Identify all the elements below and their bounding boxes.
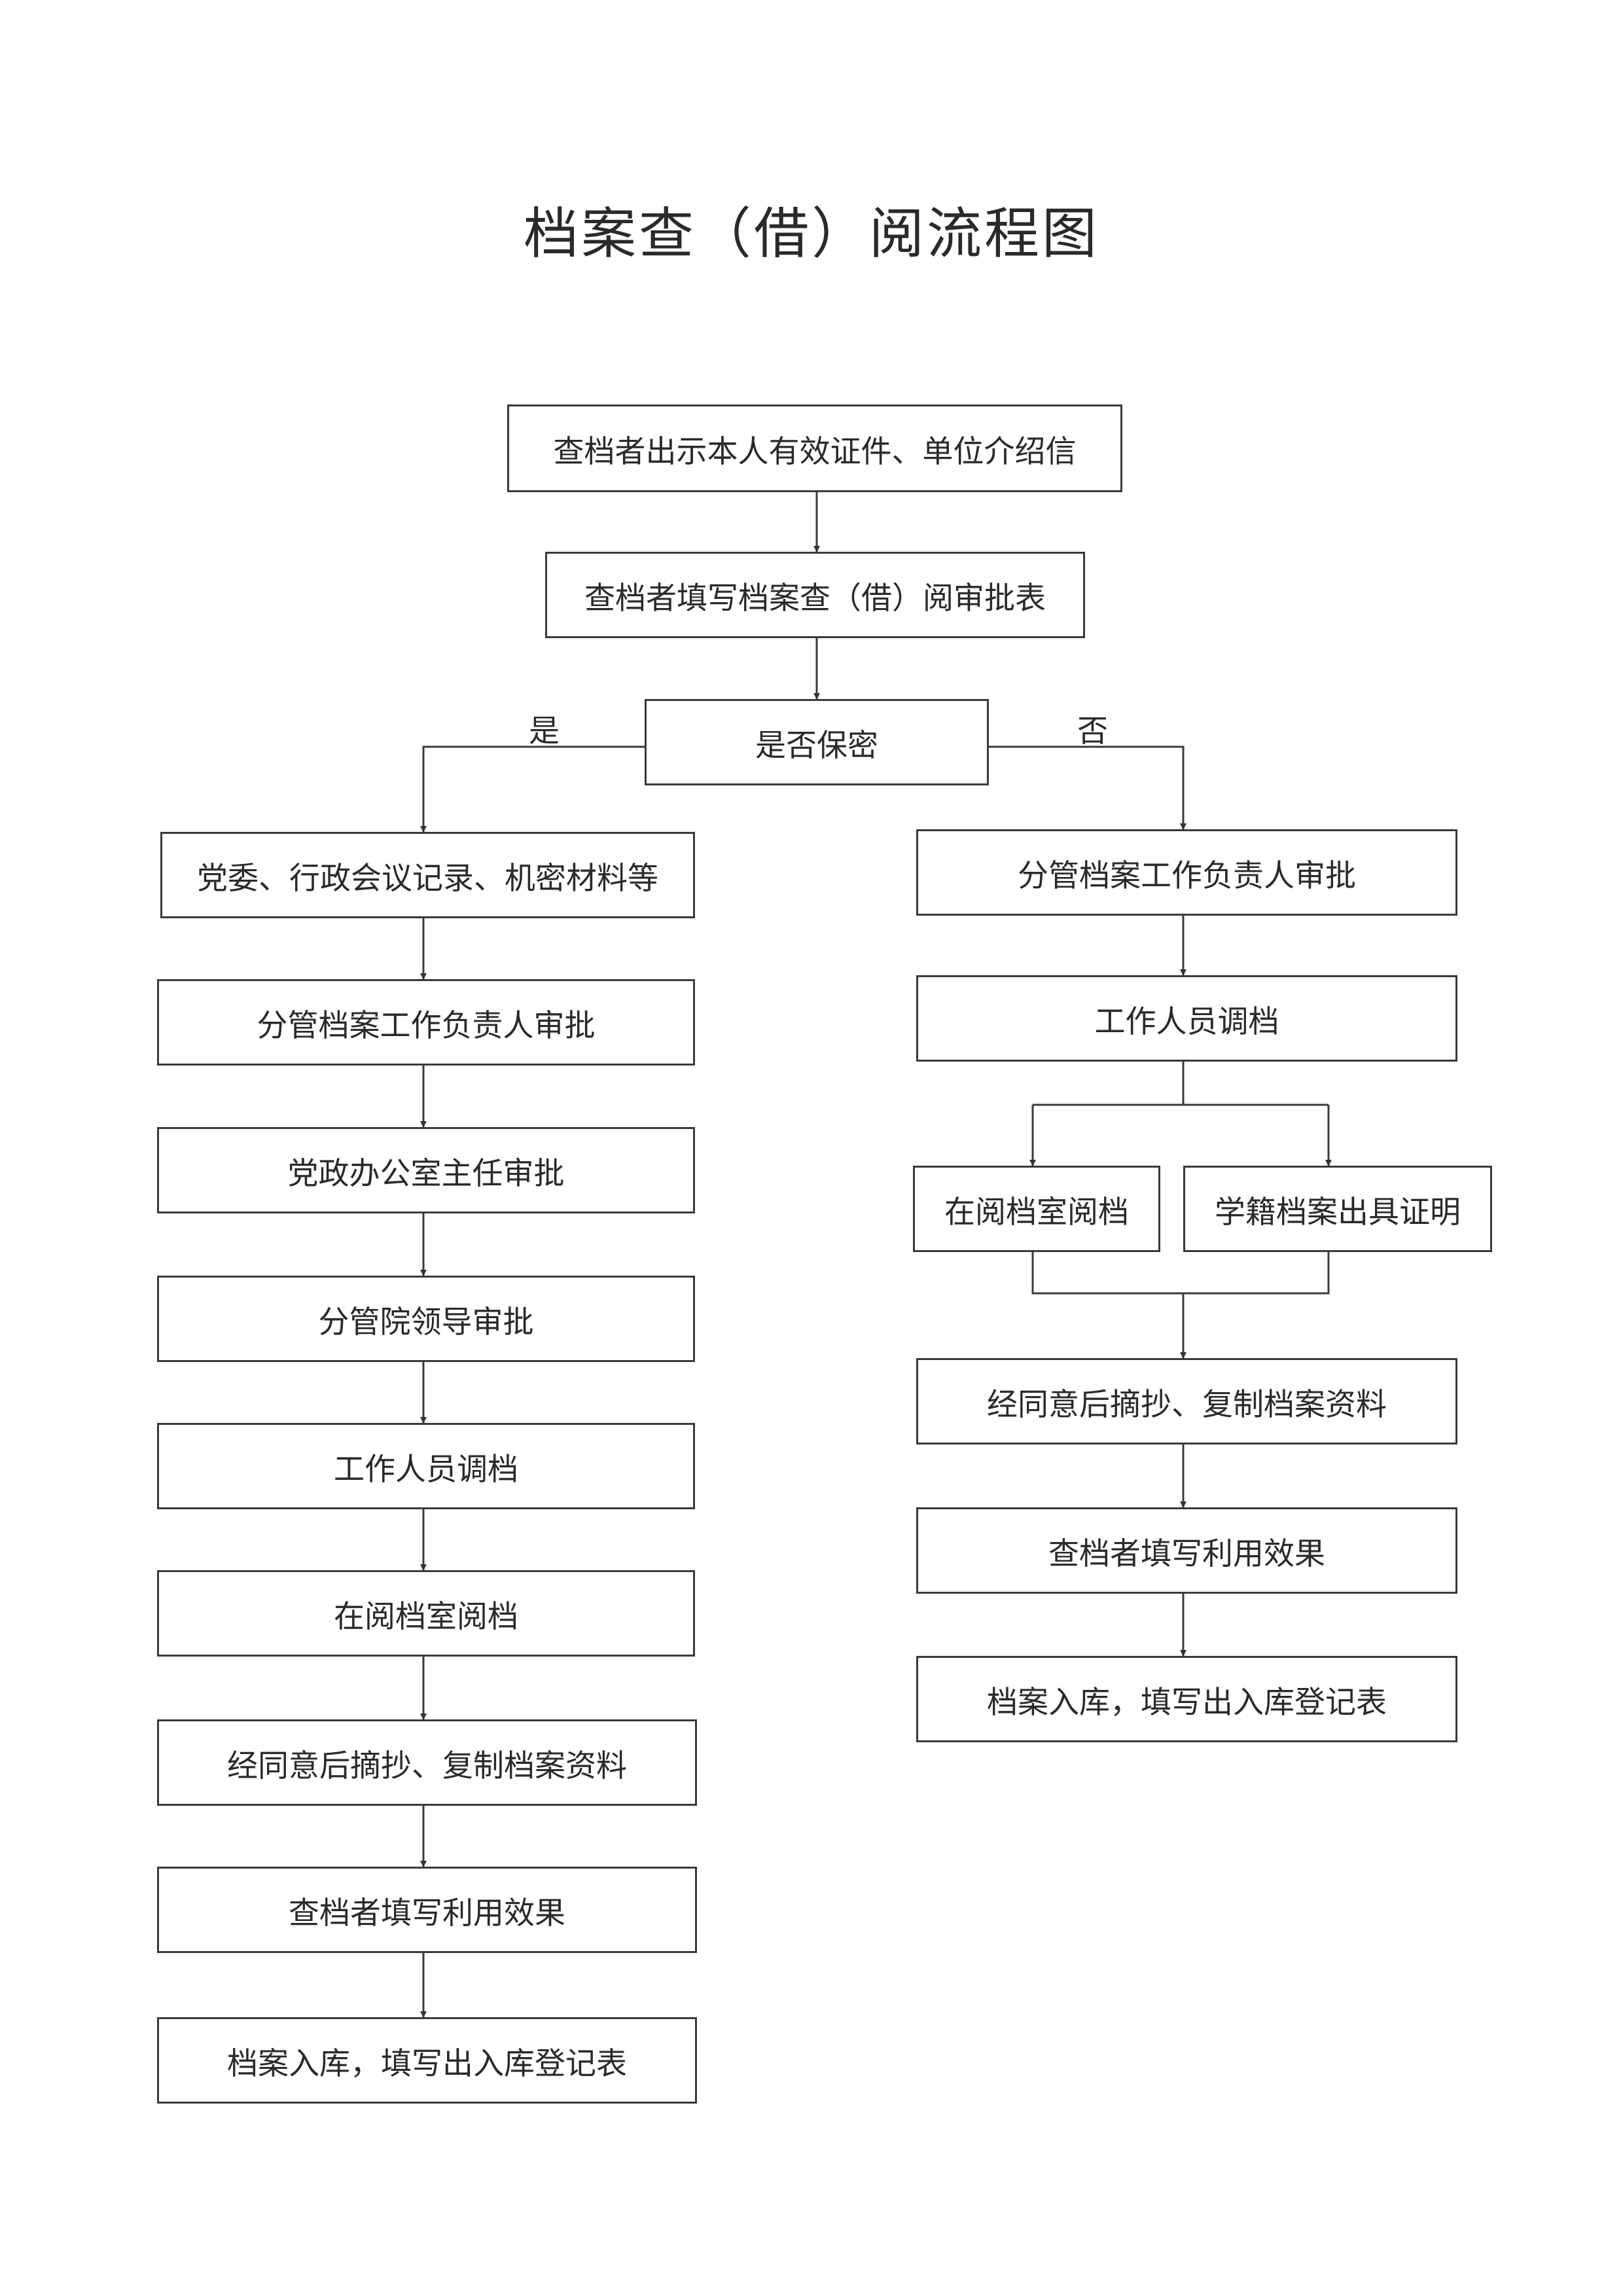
yes-step-fill-usage-effect: 查档者填写利用效果 (157, 1867, 697, 1953)
no-step-copy-materials: 经同意后摘抄、复制档案资料 (916, 1358, 1457, 1444)
yes-step-read-in-room: 在阅档室阅档 (157, 1570, 695, 1657)
decision-box: 是否保密 (645, 699, 989, 785)
yes-label: 是 (529, 713, 560, 749)
no-step-archive-head-approval: 分管档案工作负责人审批 (916, 829, 1457, 916)
no-step-read-in-room: 在阅档室阅档 (913, 1166, 1160, 1252)
yes-step-copy-materials: 经同意后摘抄、复制档案资料 (157, 1719, 697, 1806)
page-title: 档案查（借）阅流程图 (523, 202, 1099, 266)
yes-step-confidential-materials: 党委、行政会议记录、机密材料等 (160, 832, 695, 918)
yes-step-staff-retrieve: 工作人员调档 (157, 1423, 695, 1509)
yes-step-archive-head-approval: 分管档案工作负责人审批 (157, 979, 695, 1066)
yes-step-leader-approval: 分管院领导审批 (157, 1276, 695, 1362)
no-step-staff-retrieve: 工作人员调档 (916, 975, 1457, 1062)
no-step-student-record-certificate: 学籍档案出具证明 (1183, 1166, 1492, 1252)
fill-form-box: 查档者填写档案查（借）阅审批表 (545, 552, 1085, 638)
start-box: 查档者出示本人有效证件、单位介绍信 (507, 404, 1122, 492)
yes-step-office-director-approval: 党政办公室主任审批 (157, 1127, 695, 1213)
no-step-return-to-storage: 档案入库，填写出入库登记表 (916, 1656, 1457, 1742)
yes-step-return-to-storage: 档案入库，填写出入库登记表 (157, 2017, 697, 2104)
no-label: 否 (1077, 713, 1108, 749)
no-step-fill-usage-effect: 查档者填写利用效果 (916, 1507, 1457, 1594)
